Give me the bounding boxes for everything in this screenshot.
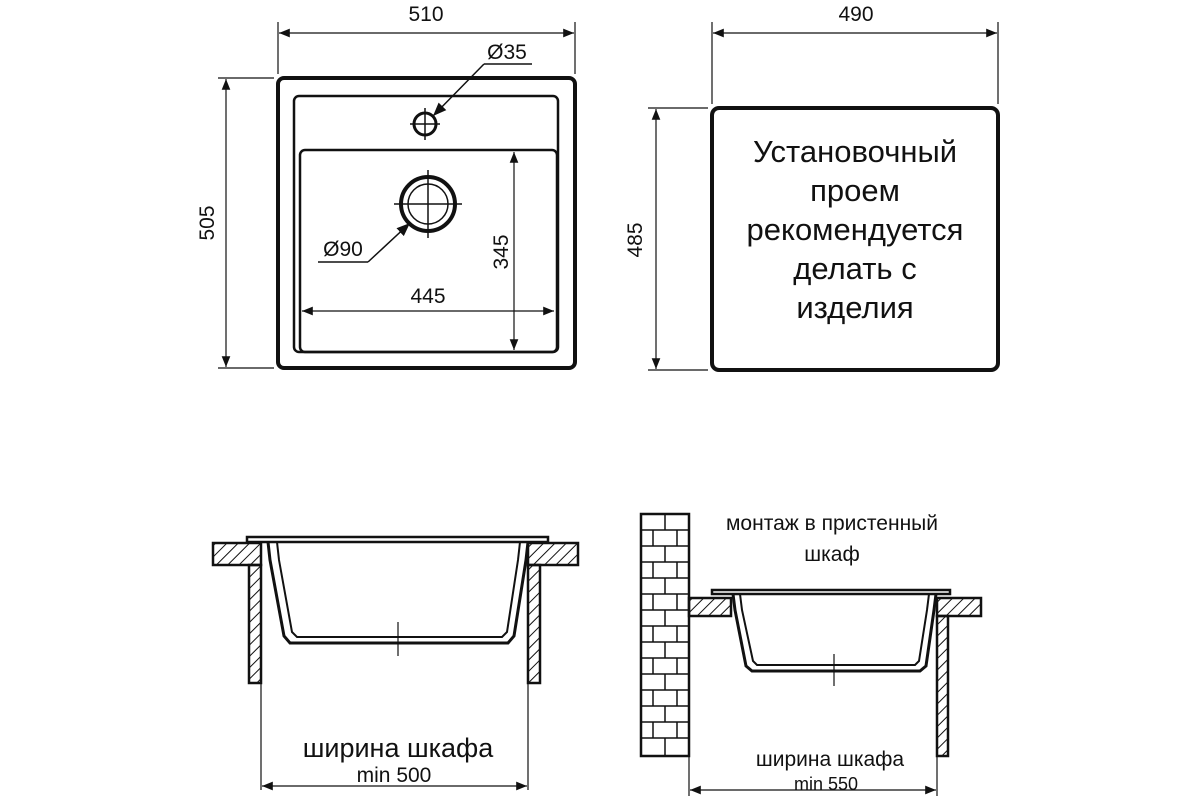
wall-mount-label: шкаф — [804, 543, 859, 566]
section-standard — [211, 535, 580, 791]
cutout-outline — [710, 106, 1000, 372]
cutout-note-line: Установочный — [753, 134, 957, 169]
sink-rim — [710, 588, 952, 596]
bowl-outline — [298, 148, 559, 354]
top-view — [218, 22, 577, 370]
cutout-note-line: делать с — [793, 251, 916, 286]
countertop-left — [687, 596, 733, 618]
drain-label: Ø90 — [323, 238, 363, 261]
section-wall — [639, 512, 983, 796]
tap-hole-label: Ø35 — [487, 41, 527, 64]
cabinet-wall-right — [526, 563, 542, 685]
cutout-note-line: рекомендуется — [747, 212, 964, 247]
cabinet-wall-left — [247, 563, 263, 685]
width-490-label: 490 — [838, 3, 873, 26]
wall-mount-label: монтаж в пристенный — [726, 512, 938, 535]
cutout-note: Установочный проем рекомендуется делать … — [747, 134, 964, 325]
cabinet-width-label: ширина шкафа — [303, 733, 495, 763]
cutout-note-line: проем — [810, 173, 900, 208]
height-505-label: 505 — [196, 205, 219, 240]
cabinet-min-label: min 500 — [357, 764, 432, 787]
brick-wall — [639, 512, 691, 758]
cutout-view — [648, 22, 1000, 372]
height-485-label: 485 — [624, 222, 647, 257]
sink-bowl — [266, 541, 530, 645]
cabinet-wall-right — [935, 614, 950, 758]
cutout-note-line: изделия — [796, 290, 913, 325]
bowl-depth-label: 345 — [490, 234, 513, 269]
countertop-right — [935, 596, 983, 618]
sink-rim — [245, 535, 550, 544]
sink-outline — [276, 76, 577, 370]
cabinet-min-label: min 550 — [794, 774, 858, 794]
sink-bowl — [731, 593, 938, 673]
countertop-right — [526, 541, 580, 567]
cabinet-width-label: ширина шкафа — [756, 748, 905, 771]
bowl-width-label: 445 — [410, 285, 445, 308]
countertop-left — [211, 541, 263, 567]
width-510-label: 510 — [408, 3, 443, 26]
